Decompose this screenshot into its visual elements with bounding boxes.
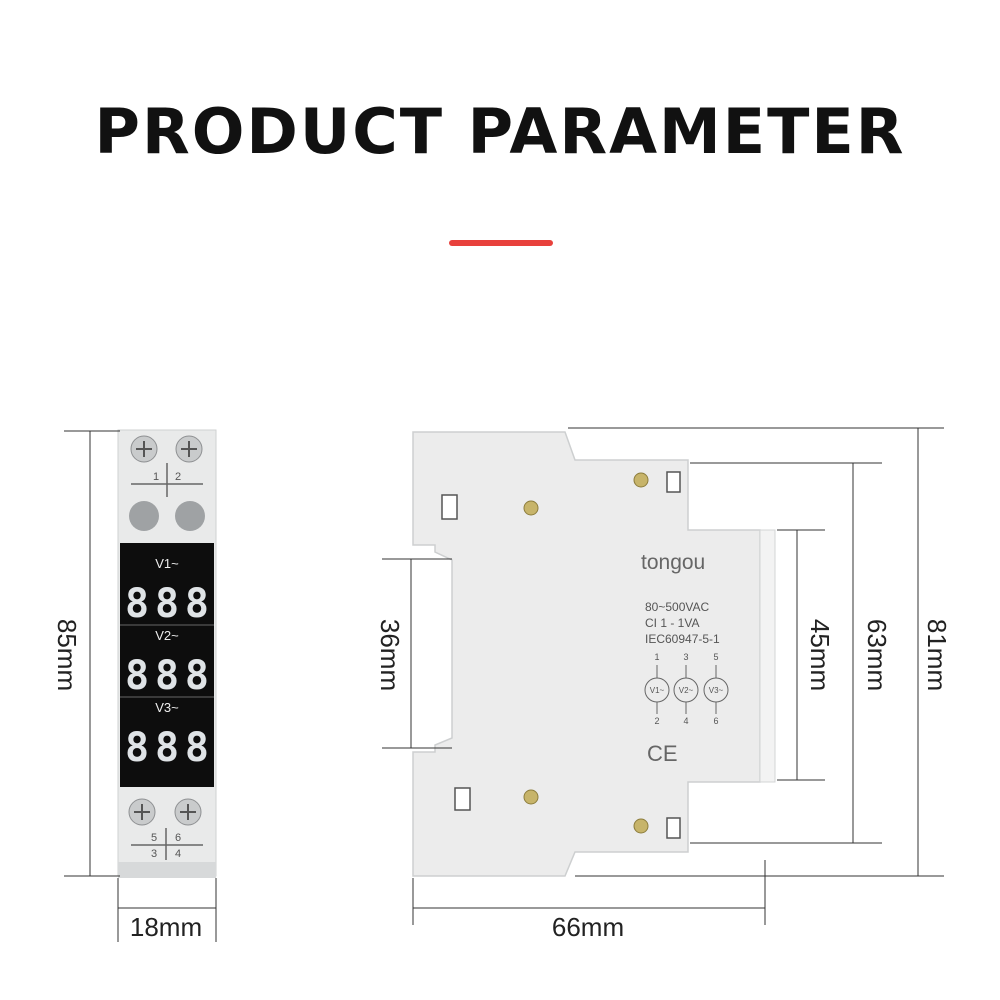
spec-line: 80~500VAC: [645, 600, 709, 614]
brand-logo: tongou: [641, 551, 705, 574]
rivet: [633, 818, 649, 834]
rivet: [523, 789, 539, 805]
terminal-label: 5: [151, 832, 157, 844]
terminal-label: 5: [713, 652, 718, 662]
terminal-label: 6: [175, 832, 181, 844]
title-accent-bar: [449, 240, 553, 246]
terminal-label: 4: [175, 848, 181, 860]
spec-line: CI 1 - 1VA: [645, 616, 699, 630]
dimension-45mm: [777, 529, 825, 781]
dimension-63mm: [690, 462, 882, 844]
circuit-label: V2~: [679, 686, 694, 695]
side-view: tongou 80~500VAC CI 1 - 1VA IEC60947-5-1…: [375, 427, 952, 942]
dimension-36mm: [382, 558, 452, 749]
rivet: [633, 472, 649, 488]
clip-slot: [666, 817, 681, 839]
front-face-edge: [759, 529, 776, 783]
dimension-label: 81mm: [922, 619, 952, 691]
circuit-symbol-v2: 3 V2~ 4: [673, 652, 699, 726]
display-digits: 888: [125, 581, 209, 627]
top-terminal-block: 1 2: [129, 435, 205, 531]
display-label: V1~: [155, 556, 179, 571]
terminal-hole: [129, 501, 159, 531]
clip-slot: [441, 494, 458, 520]
dimension-label: 18mm: [130, 912, 202, 942]
terminal-label: 2: [175, 471, 181, 483]
dimension-label: 45mm: [805, 619, 835, 691]
terminal-hole: [175, 501, 205, 531]
dimension-front-width: [117, 878, 217, 942]
dimension-81mm: [568, 427, 944, 877]
display-v3: V3~ 888: [125, 700, 209, 771]
terminal-label: 6: [713, 716, 718, 726]
dimension-label: 66mm: [552, 912, 624, 942]
display-label: V3~: [155, 700, 179, 715]
terminal-label: 4: [683, 716, 688, 726]
spec-line: IEC60947-5-1: [645, 632, 720, 646]
terminal-label: 1: [654, 652, 659, 662]
circuit-label: V3~: [709, 686, 724, 695]
ce-mark: CE: [647, 741, 678, 766]
front-bottom-clip: [118, 862, 216, 878]
rivet: [523, 500, 539, 516]
display-digits: 888: [125, 725, 209, 771]
terminal-label: 3: [683, 652, 688, 662]
display-v1: V1~ 888: [125, 556, 209, 627]
side-housing: [412, 431, 761, 877]
page-title: PRODUCT PARAMETER: [94, 95, 906, 168]
front-view: 1 2 V1~ 888 V2~ 888 V3~ 888: [52, 429, 217, 942]
dimension-label: 85mm: [52, 619, 82, 691]
dimension-66mm: [412, 860, 766, 925]
display-digits: 888: [125, 653, 209, 699]
display-label: V2~: [155, 628, 179, 643]
terminal-label: 3: [151, 848, 157, 860]
clip-slot: [666, 471, 681, 493]
bottom-terminal-block: 5 6 3 4: [128, 798, 203, 860]
circuit-label: V1~: [650, 686, 665, 695]
display-v2: V2~ 888: [125, 628, 209, 699]
circuit-symbol-v3: 5 V3~ 6: [703, 652, 729, 726]
circuit-symbol-v1: 1 V1~ 2: [644, 652, 670, 726]
dimension-label: 36mm: [375, 619, 405, 691]
display-panel: [120, 543, 214, 787]
terminal-label: 1: [153, 471, 159, 483]
clip-slot: [454, 787, 471, 811]
dimension-label: 63mm: [862, 619, 892, 691]
dimension-front-height: [64, 430, 120, 877]
terminal-label: 2: [654, 716, 659, 726]
